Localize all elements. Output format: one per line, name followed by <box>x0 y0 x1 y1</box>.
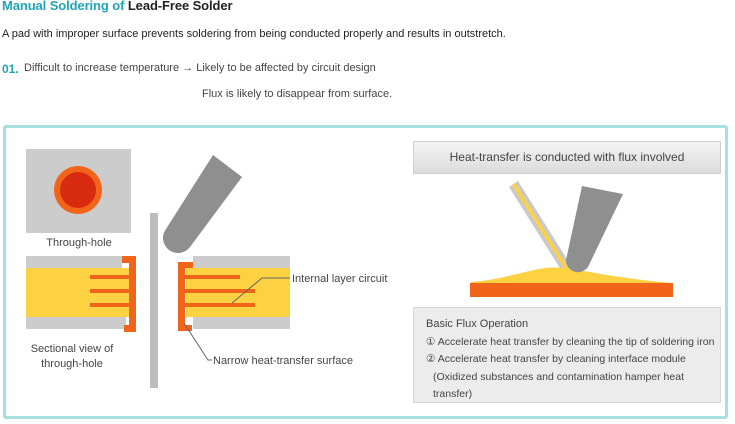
section-right-trace-1 <box>185 275 240 279</box>
section-right-top-layer <box>193 256 290 268</box>
narrow-surface-leader <box>183 322 212 361</box>
soldering-iron-right <box>565 186 623 273</box>
flux-operation-box: Basic Flux Operation ① Accelerate heat t… <box>413 307 721 403</box>
heat-transfer-title: Heat-transfer is conducted with flux inv… <box>413 141 721 174</box>
section-right-trace-3 <box>185 303 255 307</box>
section-right-bottom-layer <box>193 317 290 329</box>
copper-pad <box>470 283 673 297</box>
section-right-trace-2 <box>185 289 255 293</box>
item-line-1: Difficult to increase temperature → Like… <box>24 62 376 74</box>
section-left-plating <box>129 262 136 331</box>
internal-layer-leader <box>231 277 290 304</box>
solder-wire <box>509 181 572 273</box>
diagram-frame <box>3 125 728 419</box>
soldering-iron-left <box>163 155 242 253</box>
title-part-1: Manual Soldering of <box>2 0 128 13</box>
flux-puddle <box>471 267 672 284</box>
section-left-trace-3 <box>90 303 129 307</box>
flux-item-note: (Oxidized substances and contamination h… <box>433 370 684 401</box>
through-hole-center <box>60 172 96 208</box>
section-left-top-layer <box>26 256 122 268</box>
section-left-bottom-layer <box>26 317 126 329</box>
section-left-pad-bottom <box>124 325 136 332</box>
through-hole-label: Through-hole <box>46 237 111 249</box>
sectional-label-line-2: through-hole <box>41 358 103 370</box>
sectional-label-line-1: Sectional view of <box>31 343 114 355</box>
item-number: 01. <box>2 62 19 76</box>
section-left-pad-top <box>122 256 136 263</box>
page-subtitle: A pad with improper surface prevents sol… <box>2 28 506 40</box>
flux-item-1: ① Accelerate heat transfer by cleaning t… <box>426 335 715 348</box>
narrow-surface-label: Narrow heat-transfer surface <box>213 355 353 367</box>
page-title: Manual Soldering of Lead-Free Solder <box>2 0 233 13</box>
section-left-trace-1 <box>90 275 129 279</box>
section-right-plating <box>178 262 185 331</box>
item-line-2: Flux is likely to disappear from surface… <box>202 88 393 100</box>
section-right-pad-top <box>178 262 193 268</box>
flux-heading: Basic Flux Operation <box>426 318 529 330</box>
flux-item-2: ② Accelerate heat transfer by cleaning i… <box>426 353 686 365</box>
section-right-pad-bottom <box>178 325 192 331</box>
section-left-trace-2 <box>90 289 129 293</box>
title-part-2: Lead-Free Solder <box>127 0 233 13</box>
component-pin <box>150 213 158 388</box>
internal-layer-label: Internal layer circuit <box>292 273 387 285</box>
